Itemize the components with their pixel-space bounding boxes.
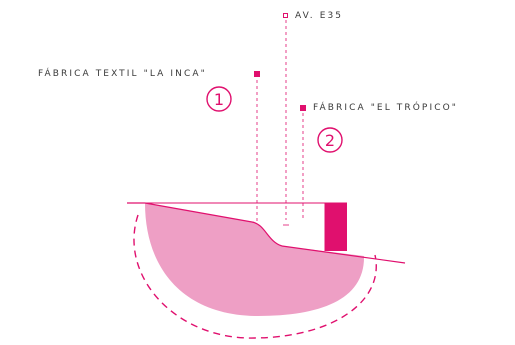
av-square-marker [283,13,288,18]
tropico-square-marker [300,105,306,111]
label-av-e35: AV. E35 [295,11,344,21]
label-fabrica-la-inca: FÁBRICA TEXTIL "LA INCA" [38,69,207,79]
inca-square-marker [254,71,260,77]
marker-1: 1 [206,86,232,112]
terrain-lower-line [281,245,406,264]
label-fabrica-el-tropico: FÁBRICA "EL TRÓPICO" [313,103,459,113]
section-fill [145,203,365,316]
building-block [325,203,347,251]
terrain-slope-curve [251,221,283,247]
dashed-outer-arc [133,214,377,339]
marker-1-text: 1 [214,90,224,109]
marker-2: 2 [317,127,343,153]
marker-2-text: 2 [325,131,335,150]
